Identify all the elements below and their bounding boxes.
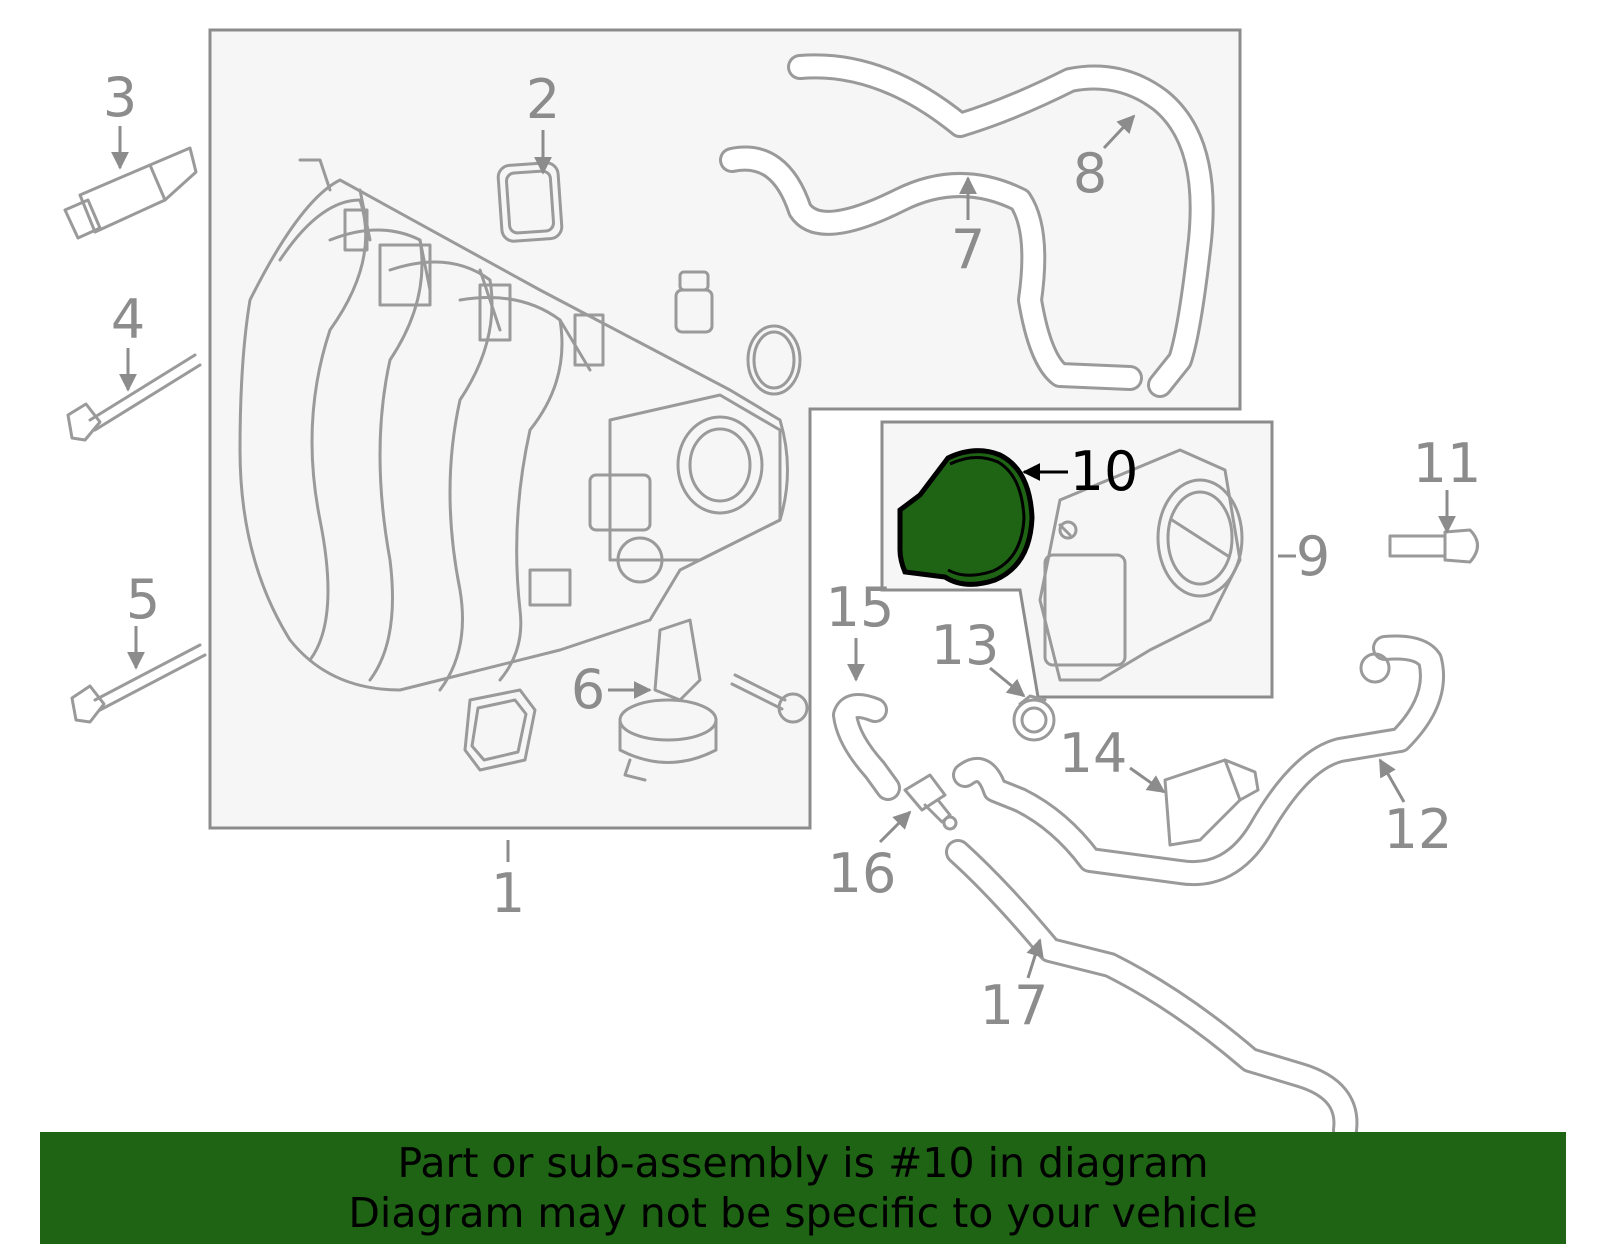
- gasket-part-2: [496, 161, 564, 243]
- callout-9: 9: [1296, 525, 1330, 588]
- hose-part-15: [832, 693, 901, 801]
- callout-8: 8: [1073, 142, 1107, 205]
- info-banner: Part or sub-assembly is #10 in diagram D…: [40, 1132, 1566, 1244]
- callout-5: 5: [126, 568, 160, 631]
- leader-line-13: [989, 666, 1026, 698]
- valve-part-6: [618, 618, 718, 782]
- hose-part-12: [952, 634, 1445, 886]
- callout-3: 3: [103, 66, 137, 129]
- leader-line-17: [1026, 938, 1044, 979]
- sensor-part-3: [63, 146, 198, 240]
- callout-4: 4: [111, 288, 145, 351]
- plug-part: [674, 270, 714, 334]
- callout-6: 6: [571, 658, 605, 721]
- throttle-body-part-9: [1038, 448, 1244, 682]
- clamp-part-13: [1012, 694, 1056, 742]
- callout-11: 11: [1413, 432, 1482, 495]
- callout-12: 12: [1384, 798, 1453, 861]
- callout-7: 7: [951, 218, 985, 281]
- bolt-part-11: [1388, 528, 1479, 564]
- leader-line-16: [878, 810, 912, 844]
- hose-part-8: [787, 53, 1215, 398]
- banner-line-part-number: Part or sub-assembly is #10 in diagram: [397, 1139, 1209, 1187]
- leader-line-8: [1102, 114, 1136, 150]
- hose-part-17: [945, 839, 1359, 1143]
- callout-15: 15: [826, 576, 895, 639]
- callout-1: 1: [491, 862, 525, 925]
- banner-line-disclaimer: Diagram may not be specific to your vehi…: [348, 1189, 1258, 1237]
- callout-10: 10: [1070, 440, 1139, 503]
- gasket-part-10-highlighted: [897, 448, 1035, 587]
- bolt-part-5: [70, 643, 207, 724]
- callout-16: 16: [828, 842, 897, 905]
- intake-manifold-part: [238, 158, 789, 692]
- leader-line-14: [1129, 766, 1166, 794]
- callout-17: 17: [980, 974, 1049, 1037]
- bolt-part-4: [66, 353, 202, 442]
- screw-part: [730, 673, 809, 724]
- connector-part-14: [1163, 758, 1260, 847]
- callout-14: 14: [1059, 722, 1128, 785]
- leader-line-12: [1378, 758, 1406, 803]
- lower-gasket-part: [463, 688, 537, 772]
- valve-part-16: [903, 773, 958, 831]
- o-ring-part: [746, 324, 802, 396]
- callout-2: 2: [526, 68, 560, 131]
- callout-13: 13: [931, 614, 1000, 677]
